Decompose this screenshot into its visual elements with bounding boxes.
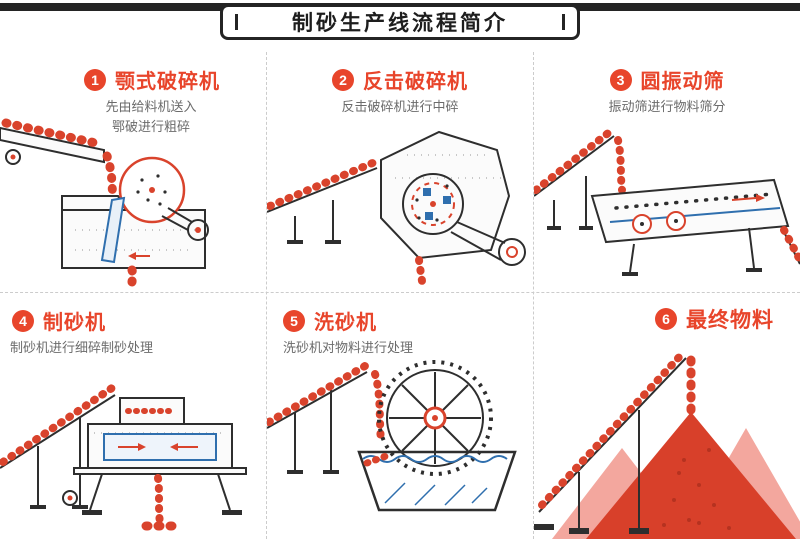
- step-description: 制砂机进行细碎制砂处理: [10, 340, 154, 355]
- step-description: 振动筛进行物料筛分: [608, 99, 726, 114]
- step-header-1: 1 颚式破碎机: [84, 65, 220, 94]
- step-number-badge: 5: [283, 309, 305, 332]
- final-material-illustration: [534, 350, 800, 539]
- vibrating-screen-illustration: [534, 126, 800, 276]
- title-plaque: 制砂生产线流程简介: [220, 4, 580, 40]
- step-title: 洗砂机: [314, 312, 377, 334]
- step-header-6: 6 最终物料: [655, 304, 774, 334]
- step-description: 反击破碎机进行中碎: [341, 99, 459, 114]
- panel-sand-washer: 5 洗砂机 洗砂机对物料进行处理: [267, 293, 533, 539]
- jaw-crusher-illustration: [0, 118, 209, 292]
- step-number-badge: 1: [84, 68, 106, 91]
- step-number-badge: 6: [655, 308, 677, 330]
- plaque-ornament-right: [562, 14, 565, 30]
- panel-final-material: 6 最终物料: [534, 293, 800, 539]
- panel-sand-maker: 4 制砂机 制砂机进行细碎制砂处理: [0, 293, 266, 539]
- step-title: 最终物料: [686, 309, 774, 332]
- grid-divider-vertical-1: [266, 52, 267, 539]
- page-title: 制砂生产线流程简介: [292, 12, 508, 35]
- sand-washer-illustration: [267, 360, 517, 512]
- step-title: 反击破碎机: [363, 71, 468, 93]
- grid-divider-vertical-2: [533, 52, 534, 539]
- step-header-5: 5 洗砂机: [283, 306, 377, 335]
- sand-maker-illustration: [0, 384, 247, 531]
- step-title: 制砂机: [43, 312, 106, 334]
- plaque-ornament-left: [235, 14, 238, 30]
- step-header-3: 3 圆振动筛: [534, 65, 800, 94]
- grid-divider-horizontal: [0, 292, 800, 293]
- step-description: 先由给料机送入 鄂破进行粗碎: [105, 99, 197, 134]
- step-number-badge: 2: [332, 68, 354, 91]
- impact-crusher-illustration: [267, 130, 526, 292]
- step-number-badge: 3: [609, 68, 632, 91]
- panel-impact-crusher: 2 反击破碎机 反击破碎机进行中碎: [267, 45, 533, 292]
- step-description: 洗砂机对物料进行处理: [283, 340, 414, 355]
- step-title: 颚式破碎机: [115, 71, 220, 93]
- step-header-2: 2 反击破碎机: [267, 65, 533, 94]
- step-title: 圆振动筛: [640, 71, 725, 93]
- step-number-badge: 4: [12, 309, 34, 332]
- panel-vibrating-screen: 3 圆振动筛 振动筛进行物料筛分: [534, 45, 800, 292]
- panel-jaw-crusher: 1 颚式破碎机 先由给料机送入 鄂破进行粗碎: [0, 45, 266, 292]
- step-header-4: 4 制砂机: [12, 306, 106, 335]
